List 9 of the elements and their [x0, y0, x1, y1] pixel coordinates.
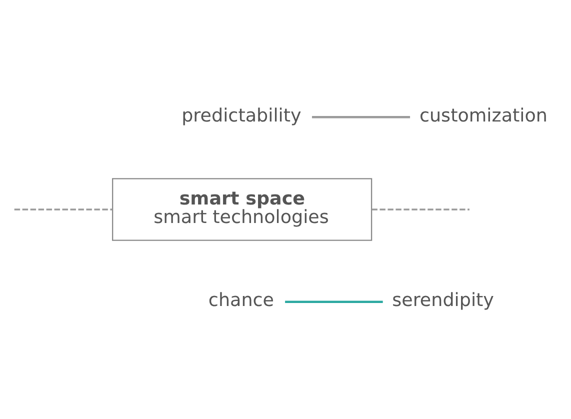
- connector: [14, 208, 112, 210]
- node-text: chance: [208, 290, 274, 312]
- node-box: smart space smart technologies: [112, 178, 372, 241]
- node-text: customization: [419, 105, 548, 126]
- node-text: serendipity: [392, 290, 494, 312]
- node-text: predictability: [182, 105, 302, 126]
- connector: [312, 116, 410, 118]
- connector: [285, 300, 383, 304]
- connector: [372, 208, 470, 210]
